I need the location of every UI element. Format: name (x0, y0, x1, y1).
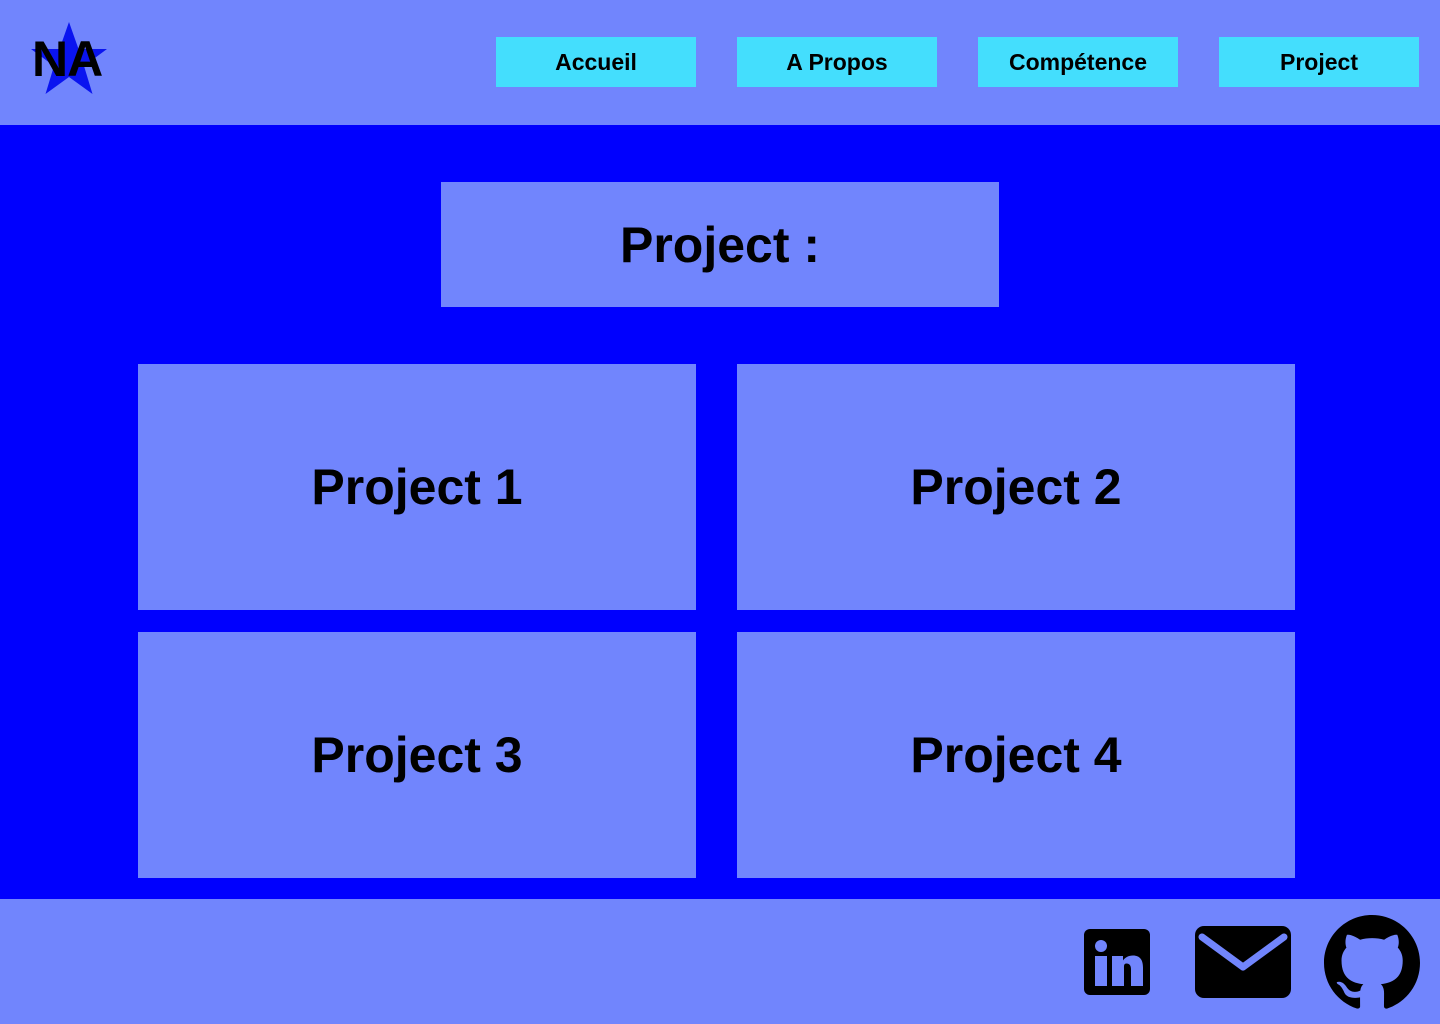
project-card-3[interactable]: Project 3 (138, 632, 696, 878)
linkedin-icon[interactable] (1084, 929, 1150, 995)
footer (0, 899, 1440, 1024)
header: NA Accueil A Propos Compétence Project (0, 0, 1440, 125)
project-card-label: Project 2 (910, 459, 1122, 515)
logo[interactable]: NA (28, 20, 112, 98)
nav-project-button[interactable]: Project (1219, 37, 1419, 87)
section-title: Project : (441, 182, 999, 307)
github-icon[interactable] (1324, 915, 1420, 1011)
project-card-label: Project 4 (910, 727, 1122, 783)
project-card-label: Project 3 (311, 727, 523, 783)
nav-competence-button[interactable]: Compétence (978, 37, 1178, 87)
logo-text: NA (32, 31, 103, 87)
project-card-2[interactable]: Project 2 (737, 364, 1295, 610)
nav-accueil-button[interactable]: Accueil (496, 37, 696, 87)
project-card-label: Project 1 (311, 459, 523, 515)
star-icon (31, 22, 107, 94)
nav-a-propos-button[interactable]: A Propos (737, 37, 937, 87)
project-card-4[interactable]: Project 4 (737, 632, 1295, 878)
mail-icon[interactable] (1195, 926, 1291, 998)
project-card-1[interactable]: Project 1 (138, 364, 696, 610)
